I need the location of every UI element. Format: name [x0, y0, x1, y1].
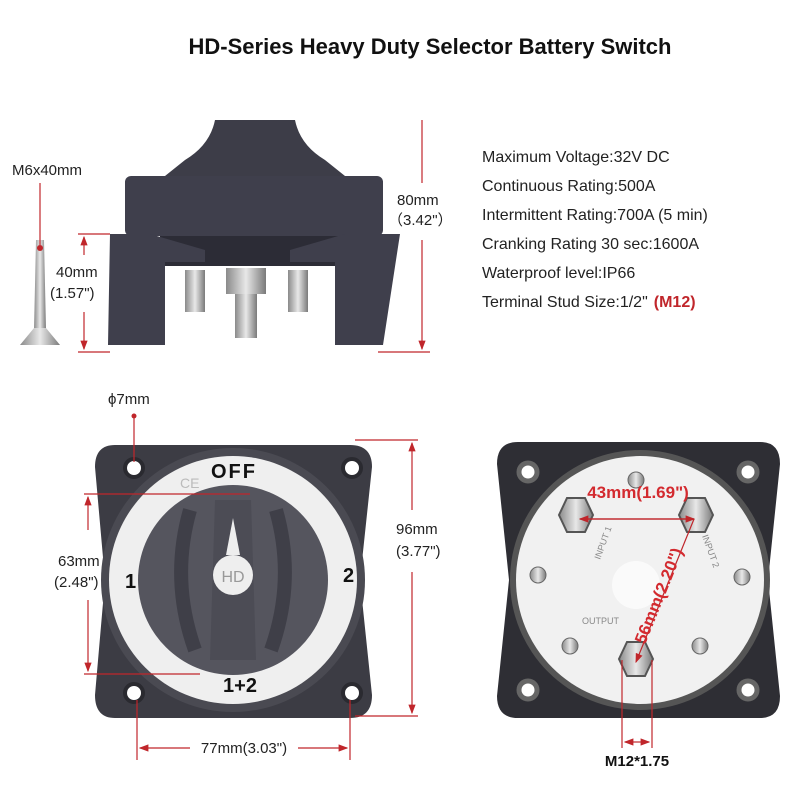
knob-pointer: [226, 518, 240, 555]
leg-left: [108, 234, 205, 345]
total-height-label: 80mm: [397, 192, 439, 209]
housing-body: [125, 176, 383, 236]
thread-label: M12*1.75: [605, 753, 669, 770]
spec-stud: Terminal Stud Size:1/2" (M12): [482, 288, 708, 317]
screw-image: [20, 240, 60, 345]
page-title: HD-Series Heavy Duty Selector Battery Sw…: [188, 34, 672, 59]
spec-stud-highlight: (M12): [653, 294, 696, 311]
spec-continuous: Continuous Rating:500A: [482, 178, 656, 195]
output-label: OUTPUT: [582, 616, 620, 626]
front-view: HD OFF CE 1 2 1+2 ϕ7mm 96mm (3.77") 63mm…: [54, 391, 441, 760]
position-2[interactable]: 2: [343, 565, 354, 587]
hole-spacing-label: 77mm(3.03"): [201, 740, 287, 757]
leg-right: [290, 234, 400, 345]
side-view: M6x40mm 40mm (1.57") 80mm （3.42"）: [12, 120, 453, 353]
position-1-plus-2[interactable]: 1+2: [223, 675, 257, 697]
leg-height-inch-label: (1.57"): [50, 285, 95, 302]
knob-logo: HD: [221, 569, 244, 586]
mounting-holes: [123, 457, 363, 704]
spec-waterproof: Waterproof level:IP66: [482, 265, 636, 282]
position-1[interactable]: 1: [125, 571, 136, 593]
position-off[interactable]: OFF: [211, 461, 257, 483]
spec-voltage: Maximum Voltage:32V DC: [482, 149, 670, 166]
spec-list: Maximum Voltage:32V DC Continuous Rating…: [482, 143, 708, 317]
total-height-inch-label: （3.42"）: [388, 212, 453, 229]
stud-right: [288, 270, 308, 312]
spec-intermittent: Intermittent Rating:700A (5 min): [482, 207, 708, 224]
spec-cranking: Cranking Rating 30 sec:1600A: [482, 236, 700, 253]
leg-height-label: 40mm: [56, 264, 98, 281]
stud-spacing-label: 43mm(1.69"): [587, 483, 689, 502]
screw-label: M6x40mm: [12, 162, 82, 179]
ce-mark: CE: [180, 475, 199, 491]
back-view: INPUT 1 INPUT 2 OUTPUT 43mm(1.69") 56mm(…: [497, 442, 780, 770]
spec-stud-text: Terminal Stud Size:1/2": [482, 294, 648, 311]
plate-height-label: 96mm: [396, 521, 438, 538]
stud-left: [185, 270, 205, 312]
screws: [529, 471, 751, 655]
inner-dim-label: 63mm: [58, 553, 100, 570]
hole-diameter-label: ϕ7mm: [108, 391, 150, 408]
inner-dim-inch-label: (2.48"): [54, 574, 99, 591]
knob-top: [165, 120, 345, 176]
plate-height-inch-label: (3.77"): [396, 543, 441, 560]
